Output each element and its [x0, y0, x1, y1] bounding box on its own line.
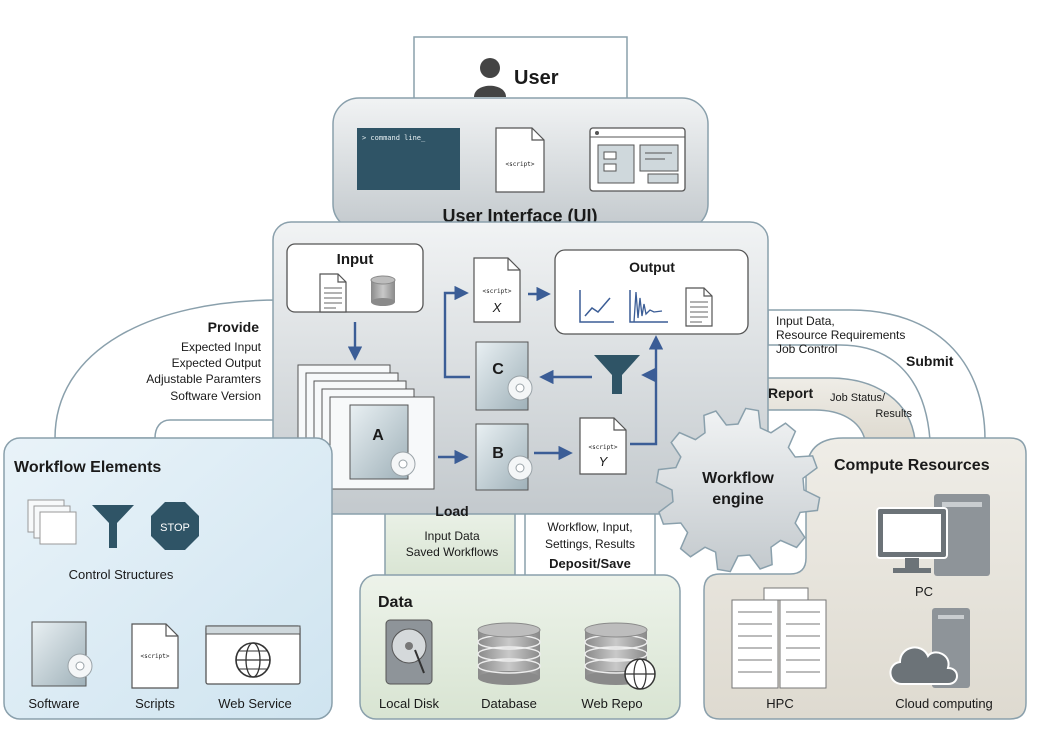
- engine-label-1: Workflow: [702, 470, 774, 487]
- script-x-var: X: [492, 300, 503, 315]
- scripts-label: Scripts: [135, 696, 175, 711]
- data-title: Data: [378, 594, 413, 611]
- ui-script-tag: <script>: [506, 161, 535, 168]
- deposit-item-2: Settings, Results: [545, 537, 635, 551]
- report-title: Report: [768, 385, 813, 401]
- control-structures-label: Control Structures: [69, 567, 174, 582]
- web-repo-icon: [584, 622, 656, 690]
- stop-sign-text: STOP: [160, 522, 190, 534]
- database-label: Database: [481, 696, 537, 711]
- output-label: Output: [629, 259, 675, 275]
- script-x-tag: <script>: [483, 288, 512, 295]
- gear-icon: [655, 407, 821, 573]
- local-disk-label: Local Disk: [379, 696, 439, 711]
- script-x-icon: [473, 257, 521, 323]
- hpc-label: HPC: [766, 696, 793, 711]
- submit-title: Submit: [906, 353, 954, 369]
- cloud-computing-label: Cloud computing: [895, 696, 993, 711]
- input-database-icon: [370, 275, 396, 306]
- ui-script-icon[interactable]: [495, 127, 545, 193]
- line-chart-icon: [579, 290, 614, 323]
- node-b-box: [475, 423, 533, 491]
- provide-item-2: Expected Output: [172, 356, 262, 370]
- load-item-1: Input Data: [424, 529, 480, 543]
- flow-arrows: [347, 285, 664, 465]
- software-label: Software: [28, 696, 79, 711]
- stop-sign-icon: [151, 502, 199, 550]
- load-item-2: Saved Workflows: [406, 545, 498, 559]
- ui-title: User Interface (UI): [442, 206, 597, 226]
- scripts-icon-tag: <script>: [141, 653, 170, 660]
- gui-window-icon[interactable]: [589, 127, 686, 192]
- node-a-label: A: [372, 427, 384, 444]
- user-icon: [474, 58, 506, 97]
- software-icon: [31, 621, 93, 687]
- pc-label: PC: [915, 584, 933, 599]
- user-label: User: [514, 67, 559, 89]
- deposit-item-1: Workflow, Input,: [547, 520, 632, 534]
- provide-item-4: Software Version: [170, 389, 261, 403]
- provide-item-3: Adjustable Paramters: [146, 372, 261, 386]
- report-item-1: Job Status/: [830, 392, 886, 404]
- terminal-text: > command line_: [362, 134, 426, 142]
- input-label: Input: [337, 251, 374, 268]
- output-doc-icon: [685, 287, 713, 327]
- submit-item-2: Resource Requirements: [776, 328, 905, 342]
- deposit-title: Deposit/Save: [549, 556, 631, 571]
- load-title: Load: [435, 503, 468, 519]
- node-c-label: C: [492, 361, 504, 378]
- report-item-2: Results: [875, 408, 912, 420]
- stacked-boxes-icon: [27, 499, 77, 545]
- terminal-icon[interactable]: [357, 128, 460, 190]
- web-service-icon: [205, 625, 301, 685]
- script-y-var: Y: [599, 454, 609, 469]
- hard-disk-icon: [385, 619, 433, 685]
- engine-label-2: engine: [712, 491, 764, 508]
- filter-funnel-icon: [594, 355, 640, 394]
- node-b-label: B: [492, 445, 504, 462]
- database-icon: [477, 622, 541, 685]
- node-c-box: [475, 341, 533, 411]
- scripts-icon: [131, 623, 179, 689]
- provide-item-1: Expected Input: [181, 340, 262, 354]
- pc-icon: [876, 494, 990, 576]
- web-repo-label: Web Repo: [581, 696, 642, 711]
- web-service-label: Web Service: [218, 696, 291, 711]
- funnel-icon: [92, 505, 134, 548]
- workflow-elements-title: Workflow Elements: [14, 459, 161, 476]
- gear-body: [655, 407, 821, 573]
- signal-chart-icon: [629, 290, 668, 323]
- hpc-icon: [731, 587, 827, 689]
- cloud-computing-icon: [889, 608, 970, 688]
- compute-resources-title: Compute Resources: [834, 457, 990, 474]
- provide-title: Provide: [208, 319, 260, 335]
- script-y-tag: <script>: [589, 444, 618, 451]
- submit-item-1: Input Data,: [776, 314, 835, 328]
- input-doc-icon: [319, 273, 347, 313]
- provide-band: [54, 299, 281, 439]
- script-y-icon: [579, 417, 627, 475]
- submit-item-3: Job Control: [776, 342, 837, 356]
